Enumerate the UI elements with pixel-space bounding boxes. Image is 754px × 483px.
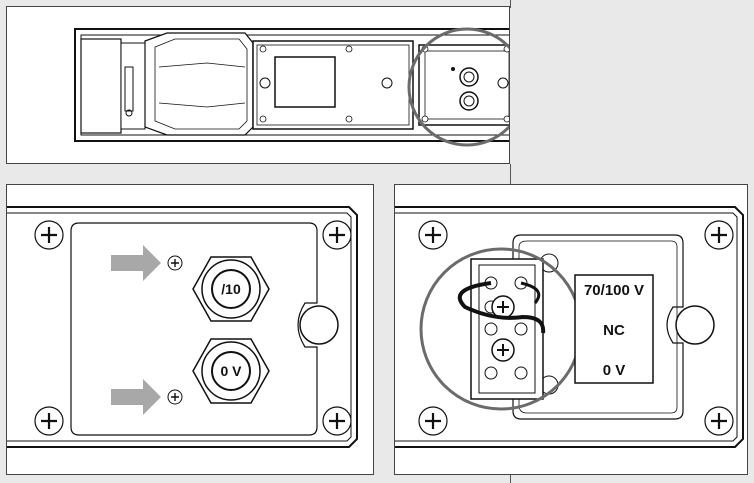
fixture-overview-drawing [74,27,509,147]
terminal-label-zero: 0 V [603,362,626,379]
gland-bottom [192,338,270,404]
terminal-label-nc: NC [603,322,625,339]
terminal-label-line: 70/100 V [584,282,644,299]
separator-line-bottom [510,475,511,483]
arrow-top-icon [111,245,161,281]
gland-top-label: /10 [221,281,241,297]
gland-top [192,256,270,322]
terminal-detail-panel: 70/100 V NC 0 V [394,184,748,475]
gland-bottom-label: 0 V [220,363,242,379]
overview-panel [6,6,510,164]
arrow-bottom-icon [111,379,161,415]
gland-detail-drawing: /10 0 V [7,206,358,448]
separator-line-top [510,0,511,8]
separator-line-middle [510,164,511,184]
terminal-detail-drawing: 70/100 V NC 0 V [395,206,744,448]
gland-detail-panel: /10 0 V [6,184,374,475]
